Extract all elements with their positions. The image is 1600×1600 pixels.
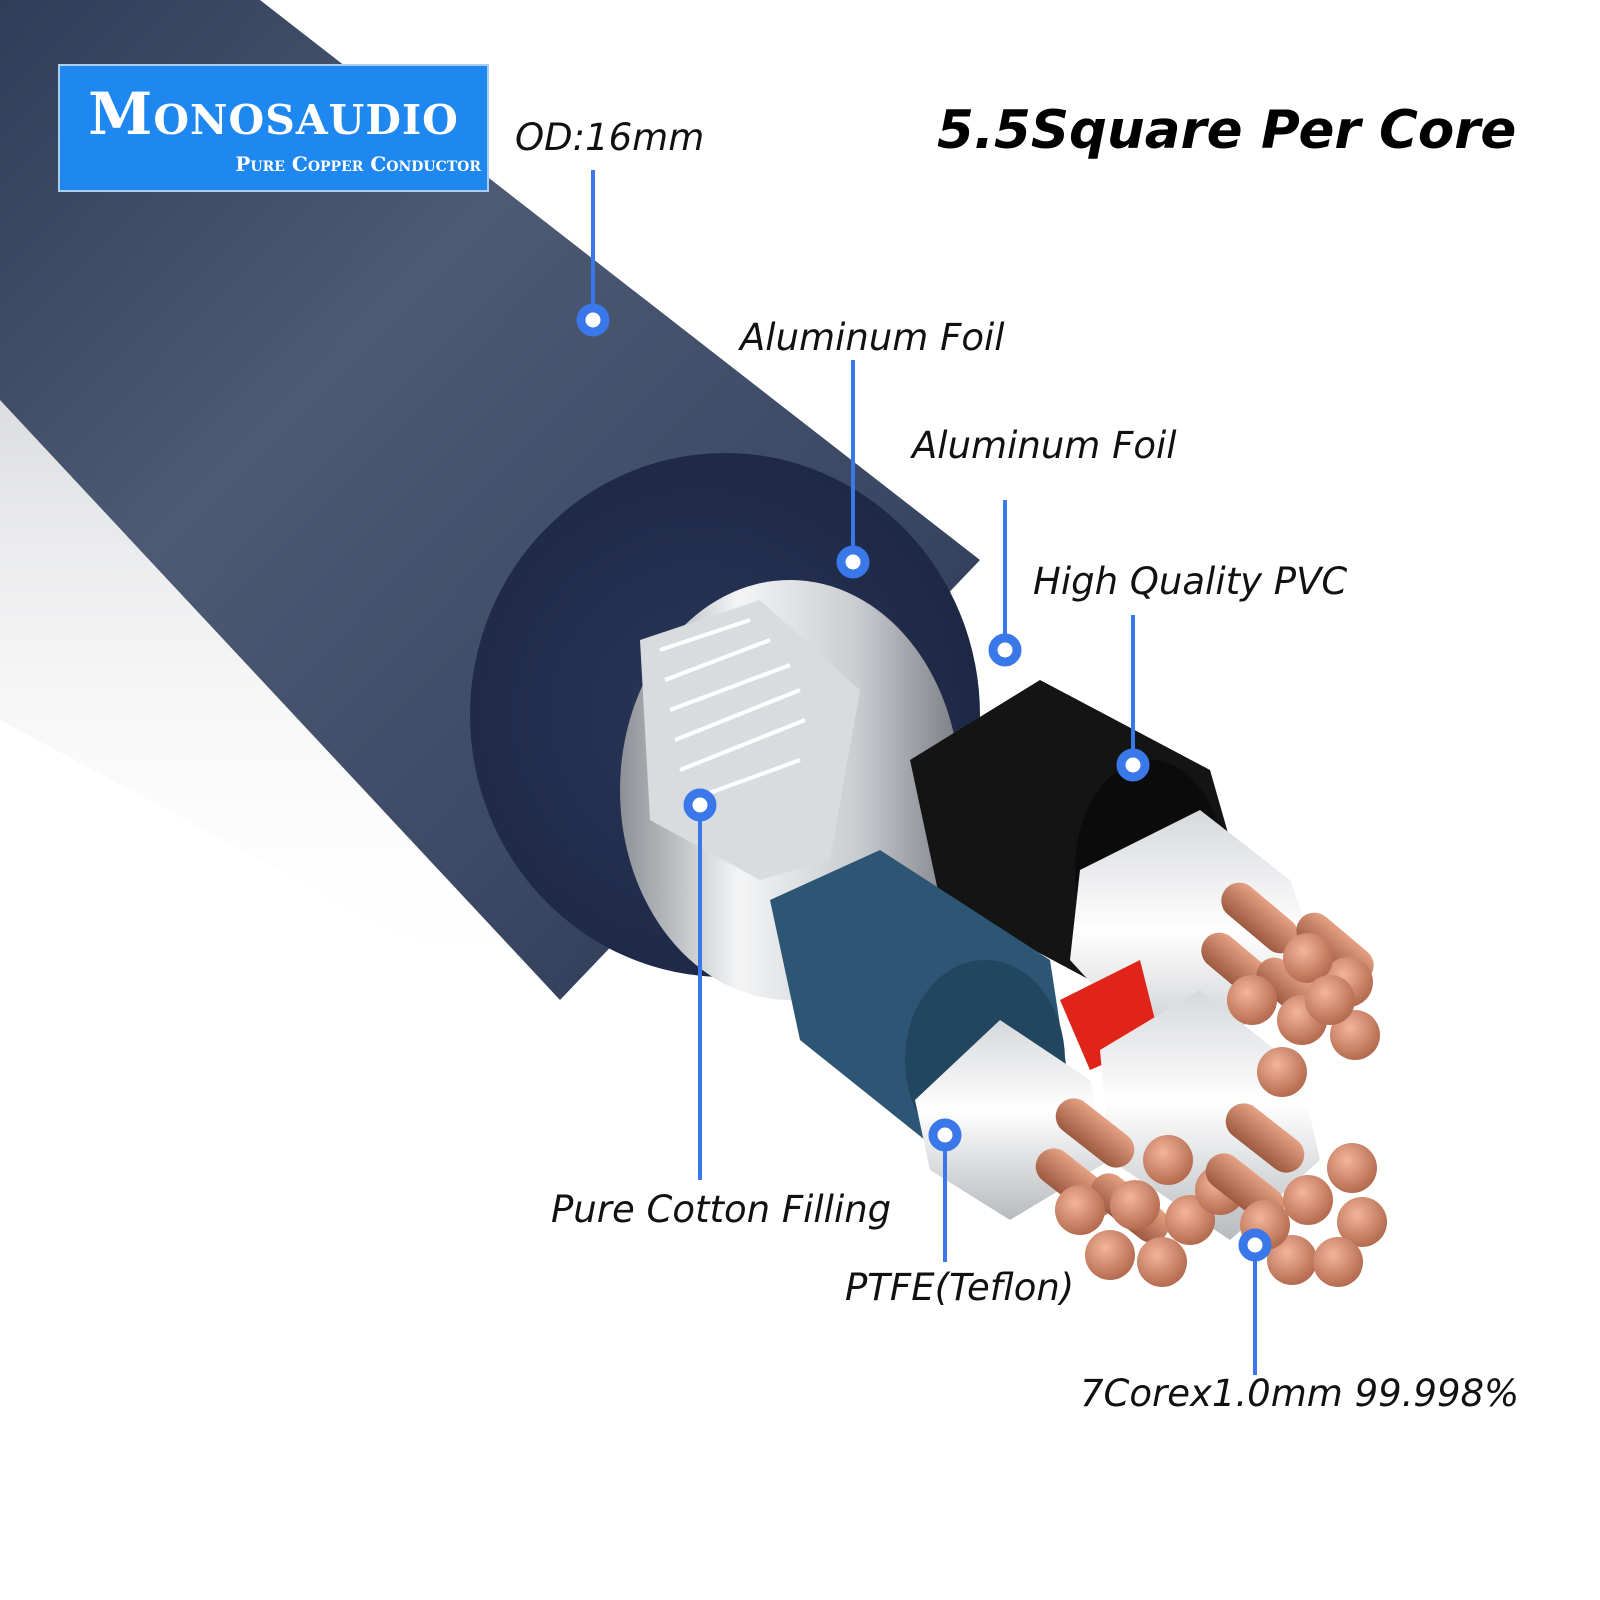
copper-bundle-right <box>1205 1103 1387 1287</box>
foil2-marker-dot <box>988 633 1022 667</box>
callout-markers <box>576 170 1272 1375</box>
od-marker-dot <box>576 303 610 337</box>
label-aluminum-foil-2: Aluminum Foil <box>912 424 1177 467</box>
brand-name: Monosaudio <box>88 80 459 148</box>
foil1-marker-dot <box>836 545 870 579</box>
label-conductor-spec: 7Corex1.0mm 99.998% <box>1080 1372 1520 1415</box>
brand-logo: Monosaudio Pure Copper Conductor <box>58 64 489 192</box>
cotton-marker-dot <box>683 788 717 822</box>
copper-bundle-upper <box>1201 882 1380 1097</box>
label-od: OD:16mm <box>515 116 705 159</box>
brand-tagline: Pure Copper Conductor <box>235 152 481 176</box>
conductor-marker-dot <box>1238 1228 1272 1262</box>
ptfe-marker-dot <box>928 1118 962 1152</box>
label-aluminum-foil-1: Aluminum Foil <box>740 316 1005 359</box>
headline-title: 5.5Square Per Core <box>937 100 1517 161</box>
label-high-quality-pvc: High Quality PVC <box>1033 560 1348 603</box>
label-ptfe: PTFE(Teflon) <box>845 1266 1075 1309</box>
pvc-marker-dot <box>1116 748 1150 782</box>
label-pure-cotton-filling: Pure Cotton Filling <box>551 1188 892 1231</box>
